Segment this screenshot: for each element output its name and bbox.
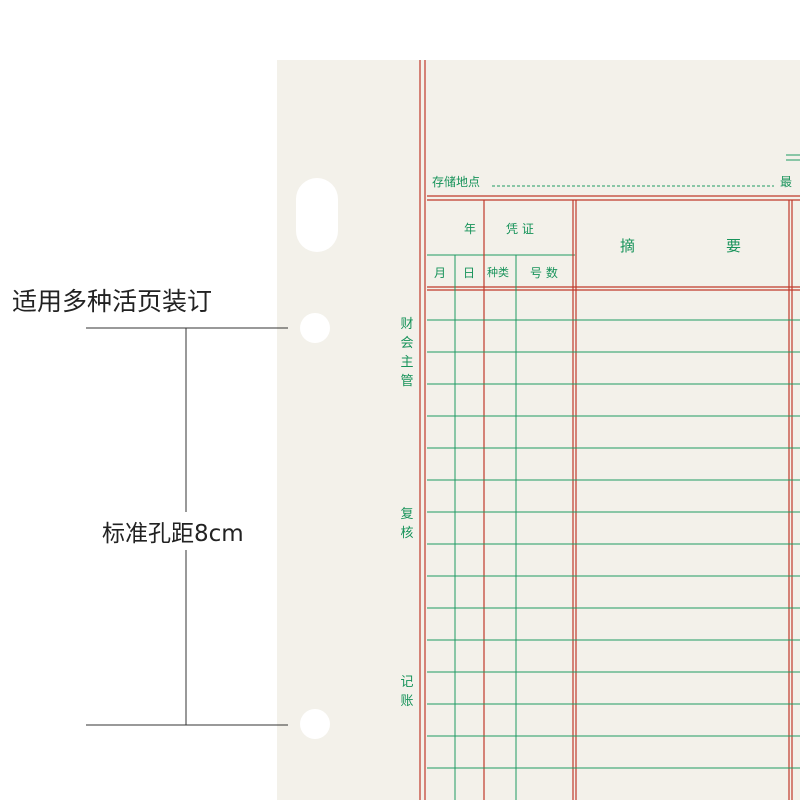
- header-year: 年: [464, 222, 477, 236]
- max-label-partial: 最: [780, 175, 793, 189]
- row-lines: [427, 319, 800, 769]
- binding-compat-caption: 适用多种活页装订: [12, 287, 213, 316]
- header-number: 号 数: [530, 266, 558, 280]
- signature-review: 复核: [400, 507, 414, 541]
- header-summary-left: 摘: [620, 237, 636, 255]
- loose-leaf-page: [277, 60, 800, 800]
- header-voucher: 凭 证: [506, 222, 534, 236]
- header-type: 种类: [487, 266, 509, 279]
- storage-location-label: 存储地点: [432, 175, 481, 189]
- binder-hole-top: [300, 313, 330, 343]
- binder-hole-bottom: [300, 709, 330, 739]
- binder-hole-oval: [296, 178, 338, 252]
- hole-spacing-caption: 标准孔距8cm: [102, 512, 244, 550]
- header-month: 月: [434, 266, 447, 280]
- signature-supervisor: 财会主管: [400, 317, 414, 389]
- header-summary-right: 要: [726, 237, 742, 255]
- signature-bookkeeper: 记账: [400, 675, 414, 709]
- header-day: 日: [463, 266, 476, 280]
